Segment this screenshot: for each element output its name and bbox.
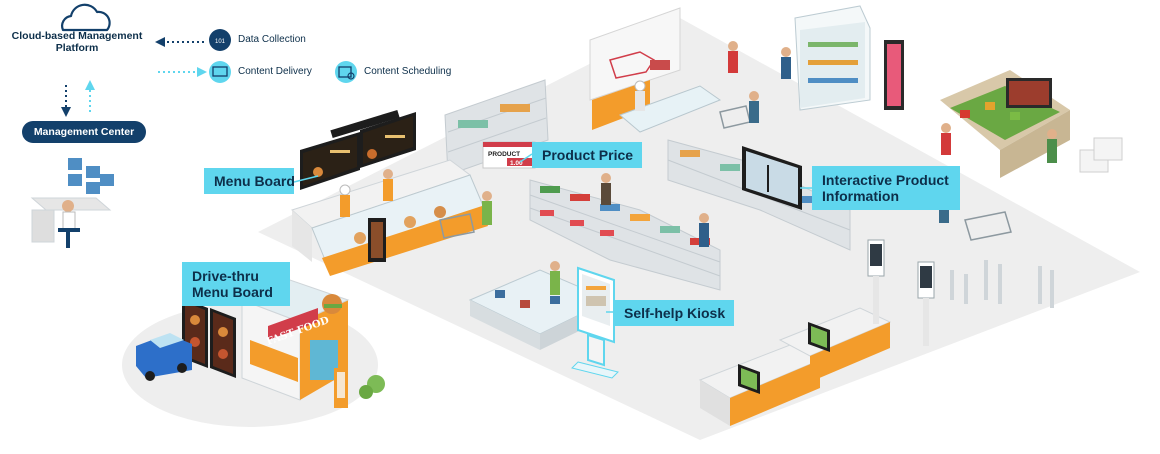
management-workstation xyxy=(30,158,114,248)
bakery-counter xyxy=(291,159,491,276)
callout-menu-board: Menu Board xyxy=(204,168,295,194)
cloud-icon xyxy=(61,3,111,32)
blue-car xyxy=(136,333,192,381)
legend-data-collection: Data Collection xyxy=(238,34,306,45)
back-shelves xyxy=(444,79,549,176)
legend-content-scheduling: Content Scheduling xyxy=(364,66,452,77)
center-shelves xyxy=(529,179,721,291)
kiosk-device xyxy=(571,266,619,379)
callout-drive-thru: Drive-thru Menu Board xyxy=(182,262,290,306)
svg-text:101: 101 xyxy=(215,39,226,45)
callout-product-price: Product Price xyxy=(532,142,642,168)
shoppers xyxy=(339,41,1057,295)
interactive-screen xyxy=(742,146,802,210)
content-scheduling-icon xyxy=(335,61,357,83)
callout-self-help-kiosk: Self-help Kiosk xyxy=(614,300,734,326)
stacked-boxes xyxy=(1079,137,1123,173)
checkout-counters xyxy=(698,307,892,426)
data-collection-icon: 101 xyxy=(209,29,231,51)
self-checkout-kiosks xyxy=(867,239,935,346)
price-tag-price: 1.00 xyxy=(510,160,523,167)
fast-food-restaurant xyxy=(240,279,350,401)
entrance-gates xyxy=(950,260,1054,308)
legend-content-delivery: Content Delivery xyxy=(238,66,312,77)
price-tag: PRODUCT 1.00 xyxy=(482,141,536,169)
price-tag-product: PRODUCT xyxy=(488,151,520,158)
menu-board-screens xyxy=(300,109,416,190)
callout-interactive-info: Interactive Product Information xyxy=(812,166,960,210)
menu-board-connector xyxy=(293,175,319,183)
product-price-connector xyxy=(519,153,533,163)
content-delivery-icon xyxy=(209,61,231,83)
vertical-display xyxy=(884,40,904,110)
cloud-platform-label: Cloud-based Management Platform xyxy=(11,30,143,54)
produce-stand xyxy=(940,70,1070,178)
refrigerator xyxy=(794,5,871,111)
management-center-pill: Management Center xyxy=(22,121,146,143)
